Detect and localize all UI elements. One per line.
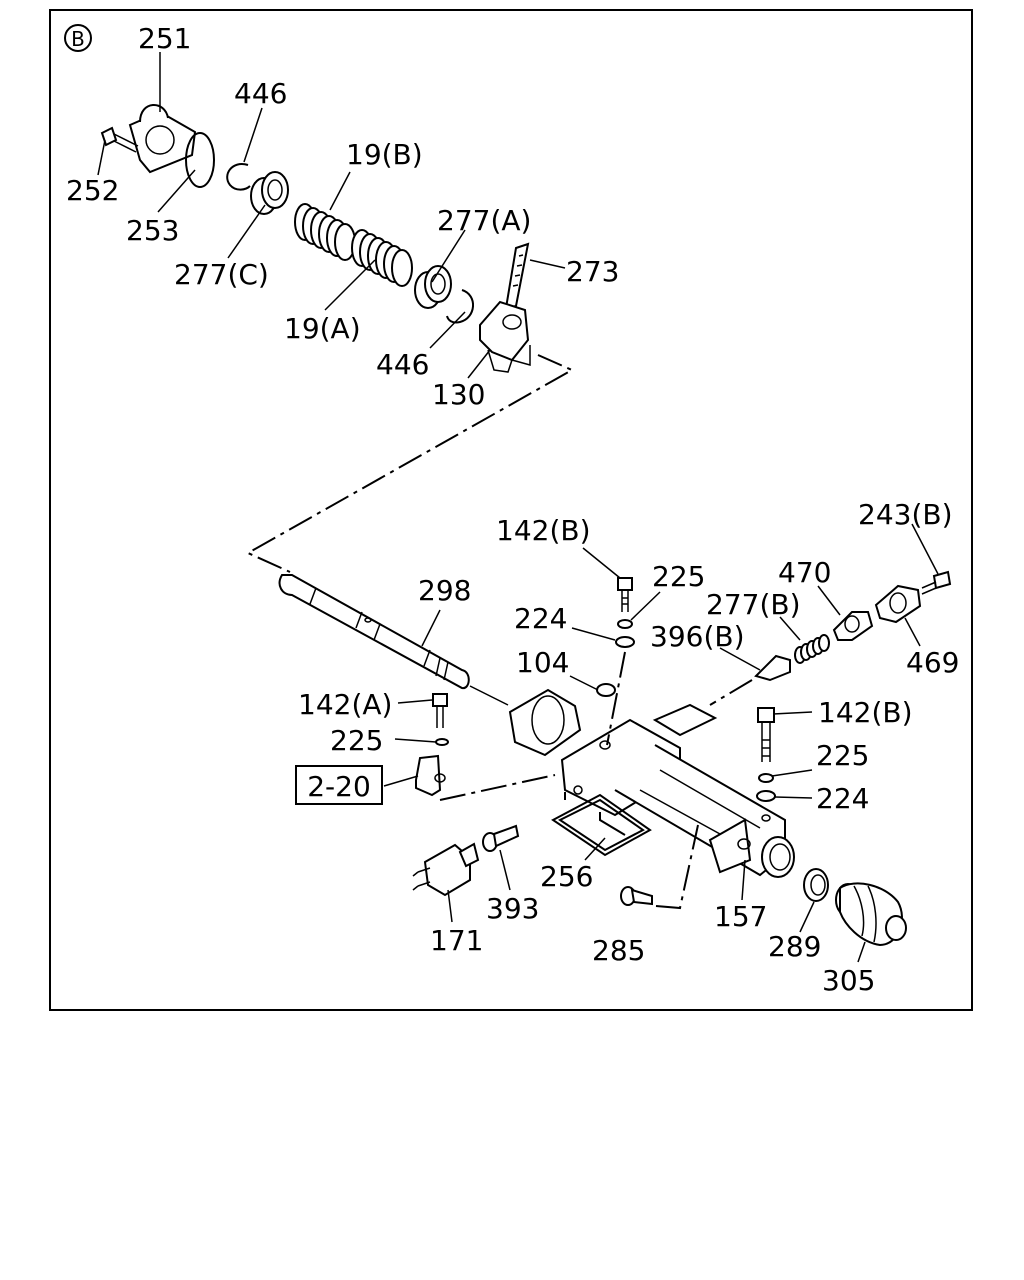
part-19b-spring — [294, 203, 356, 261]
label-256: 256 — [540, 860, 593, 893]
part-225-washer-top — [617, 619, 633, 629]
part-housing — [508, 688, 786, 877]
part-253-oring — [185, 132, 215, 188]
label-225-top: 225 — [652, 560, 705, 593]
part-142a-bolt — [432, 693, 448, 728]
guide-line-130-to-shaft — [245, 354, 575, 573]
label-470: 470 — [778, 556, 831, 589]
label-19a: 19(A) — [284, 312, 361, 345]
part-396b-plunger — [754, 654, 791, 682]
section-marker: B — [64, 24, 92, 52]
part-224-washer-right — [756, 790, 776, 802]
label-225-right: 225 — [816, 739, 869, 772]
label-251: 251 — [138, 22, 191, 55]
label-142a: 142(A) — [298, 688, 392, 721]
part-273-pin — [504, 242, 530, 310]
part-171-switch — [412, 842, 480, 897]
svg-text:2-20: 2-20 — [307, 770, 371, 803]
label-273: 273 — [566, 255, 619, 288]
label-446-lower: 446 — [376, 348, 429, 381]
part-19a-spring — [351, 229, 413, 287]
label-298: 298 — [418, 574, 471, 607]
label-224-right: 224 — [816, 782, 869, 815]
label-396b: 396(B) — [650, 620, 745, 653]
label-277a: 277(A) — [437, 204, 531, 237]
part-277a-bushing — [414, 265, 452, 309]
part-130-block — [479, 300, 531, 373]
part-289-seal — [803, 868, 829, 902]
label-171: 171 — [430, 924, 483, 957]
part-bracket — [415, 754, 442, 797]
part-277b-spring — [794, 634, 830, 664]
leader-lines — [97, 52, 939, 963]
part-224-washer-top — [615, 636, 635, 648]
label-130: 130 — [432, 378, 485, 411]
guide-line-plunger — [709, 679, 753, 706]
label-224-top: 224 — [514, 602, 567, 635]
label-19b: 19(B) — [346, 138, 423, 171]
label-469: 469 — [906, 646, 959, 679]
label-305: 305 — [822, 964, 875, 997]
label-253: 253 — [126, 214, 179, 247]
label-446-top: 446 — [234, 77, 287, 110]
label-243b: 243(B) — [858, 498, 953, 531]
bracket-hole — [434, 773, 446, 783]
guide-line-top-bolt — [606, 651, 626, 746]
label-104: 104 — [516, 646, 569, 679]
part-142b-right-bolt — [757, 707, 775, 762]
part-243b-bolt — [921, 570, 952, 595]
part-298-shaft — [278, 574, 470, 690]
label-142b-right: 142(B) — [818, 696, 913, 729]
part-142b-top-bolt — [617, 577, 633, 612]
part-104-plug — [596, 683, 616, 697]
part-285-bolt — [620, 886, 653, 906]
label-393: 393 — [486, 892, 539, 925]
part-305-boot — [835, 882, 907, 947]
ref-box-2-20[interactable]: 2-20 — [295, 765, 383, 805]
label-277c: 277(C) — [174, 258, 269, 291]
label-277b: 277(B) — [706, 588, 801, 621]
part-446-snap-ring-top — [226, 163, 251, 191]
part-446-snap-ring-lower — [446, 289, 474, 324]
guide-line-285 — [655, 824, 699, 910]
part-469-cover — [874, 584, 922, 624]
label-225-left: 225 — [330, 724, 383, 757]
svg-text:B: B — [71, 27, 85, 51]
part-225-washer-right — [758, 773, 774, 783]
part-393-bolt — [482, 824, 520, 852]
label-252: 252 — [66, 174, 119, 207]
label-157: 157 — [714, 900, 767, 933]
part-256-gasket — [551, 793, 652, 857]
guide-line-shaft-housing — [469, 685, 509, 706]
label-285: 285 — [592, 934, 645, 967]
label-142b-top: 142(B) — [496, 514, 591, 547]
diagram-frame — [49, 9, 973, 1011]
part-housing-port — [761, 836, 795, 878]
part-470-gasket — [832, 611, 874, 641]
guide-line-bracket — [439, 774, 556, 801]
part-225-washer-left — [435, 738, 449, 746]
label-289: 289 — [768, 930, 821, 963]
part-277c-bushing — [250, 171, 289, 215]
